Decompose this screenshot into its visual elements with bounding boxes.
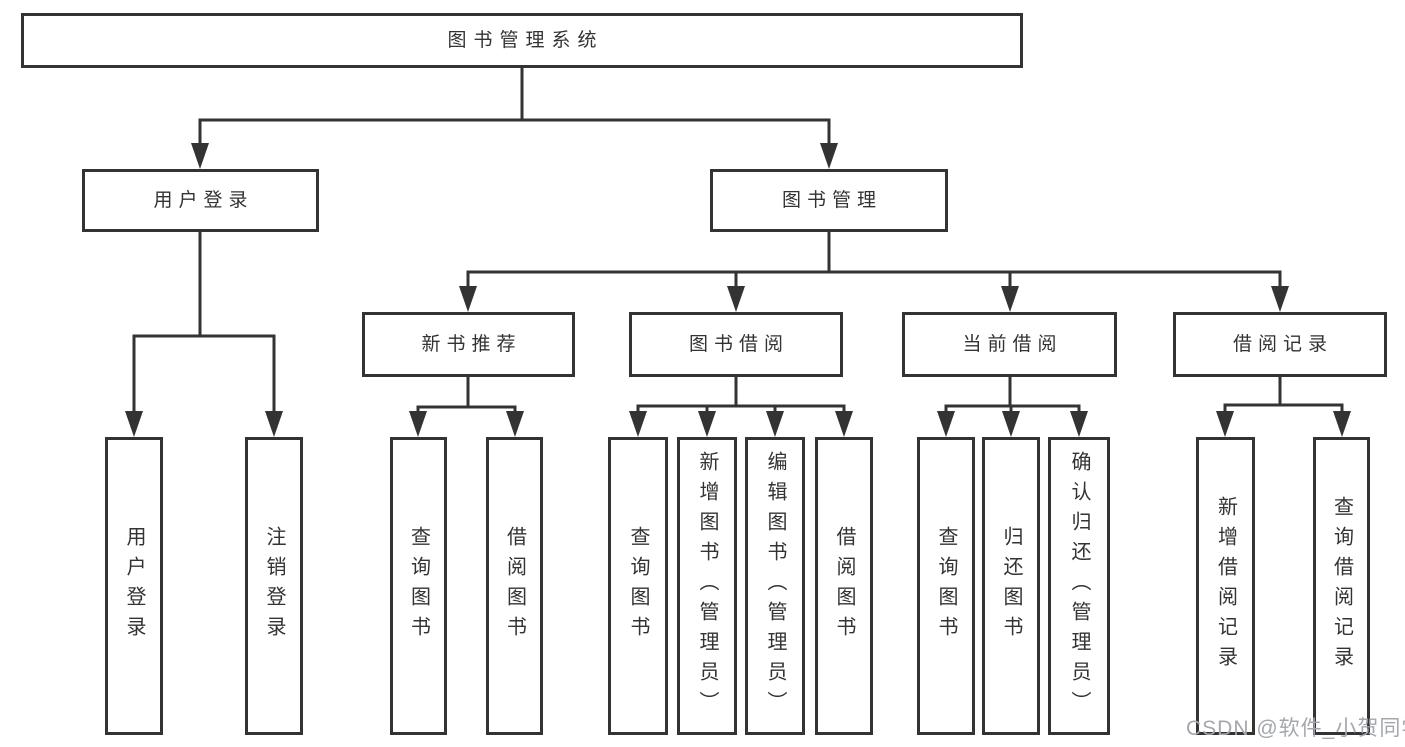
node-root: 图书管理系统 [21, 13, 1023, 68]
wires-root-branch [191, 66, 838, 169]
leaf-records-query-label: 查询借阅记录 [1330, 496, 1353, 676]
leaf-newbooks-borrow-label: 借阅图书 [503, 526, 526, 646]
leaf-borrow-add-admin-label: 新增图书（管理员） [696, 451, 718, 721]
node-user-login-label: 用户登录 [153, 190, 254, 211]
leaf-borrow-borrow: 借阅图书 [815, 437, 873, 735]
leaf-user-login-label: 用户登录 [123, 526, 145, 646]
leaf-records-add: 新增借阅记录 [1196, 437, 1255, 735]
node-new-books: 新书推荐 [362, 312, 575, 377]
node-borrow-records: 借阅记录 [1173, 312, 1387, 377]
leaf-current-return: 归还图书 [982, 437, 1040, 735]
node-book-mgmt: 图书管理 [710, 169, 948, 232]
leaf-borrow-query-label: 查询图书 [627, 526, 649, 646]
leaf-logout: 注销登录 [245, 437, 303, 735]
node-book-mgmt-label: 图书管理 [781, 190, 882, 211]
node-user-login: 用户登录 [82, 169, 319, 232]
leaf-borrow-add-admin: 新增图书（管理员） [677, 437, 737, 735]
wires-current-borrow-branch [937, 375, 1088, 437]
wires-book-mgmt-branch [459, 230, 1289, 312]
node-root-label: 图书管理系统 [447, 30, 604, 51]
node-book-borrow: 图书借阅 [629, 312, 843, 377]
leaf-borrow-edit-admin-label: 编辑图书（管理员） [764, 451, 786, 721]
leaf-user-login: 用户登录 [105, 437, 163, 735]
leaf-current-query-label: 查询图书 [935, 526, 957, 646]
leaf-current-confirm-admin-label: 确认归还（管理员） [1068, 451, 1090, 721]
leaf-records-add-label: 新增借阅记录 [1214, 496, 1237, 676]
node-book-borrow-label: 图书借阅 [688, 334, 789, 355]
wires-book-borrow-branch [629, 375, 853, 437]
leaf-newbooks-query-label: 查询图书 [407, 526, 430, 646]
wires-borrow-records-branch [1216, 375, 1351, 437]
leaf-borrow-edit-admin: 编辑图书（管理员） [745, 437, 805, 735]
leaf-borrow-borrow-label: 借阅图书 [833, 526, 855, 646]
node-new-books-label: 新书推荐 [421, 334, 522, 355]
node-current-borrow: 当前借阅 [902, 312, 1117, 377]
leaf-current-query: 查询图书 [917, 437, 975, 735]
leaf-borrow-query: 查询图书 [608, 437, 668, 735]
wires-new-books-branch [409, 375, 524, 437]
leaf-newbooks-borrow: 借阅图书 [486, 437, 543, 735]
csdn-watermark: CSDN @软件_小贺同学 [1186, 717, 1405, 740]
node-borrow-records-label: 借阅记录 [1232, 334, 1333, 355]
node-current-borrow-label: 当前借阅 [962, 334, 1063, 355]
wires-user-login-branch [125, 230, 283, 437]
leaf-newbooks-query: 查询图书 [390, 437, 447, 735]
leaf-logout-label: 注销登录 [263, 526, 285, 646]
leaf-current-confirm-admin: 确认归还（管理员） [1048, 437, 1110, 735]
leaf-current-return-label: 归还图书 [1000, 526, 1022, 646]
leaf-records-query: 查询借阅记录 [1313, 437, 1370, 735]
